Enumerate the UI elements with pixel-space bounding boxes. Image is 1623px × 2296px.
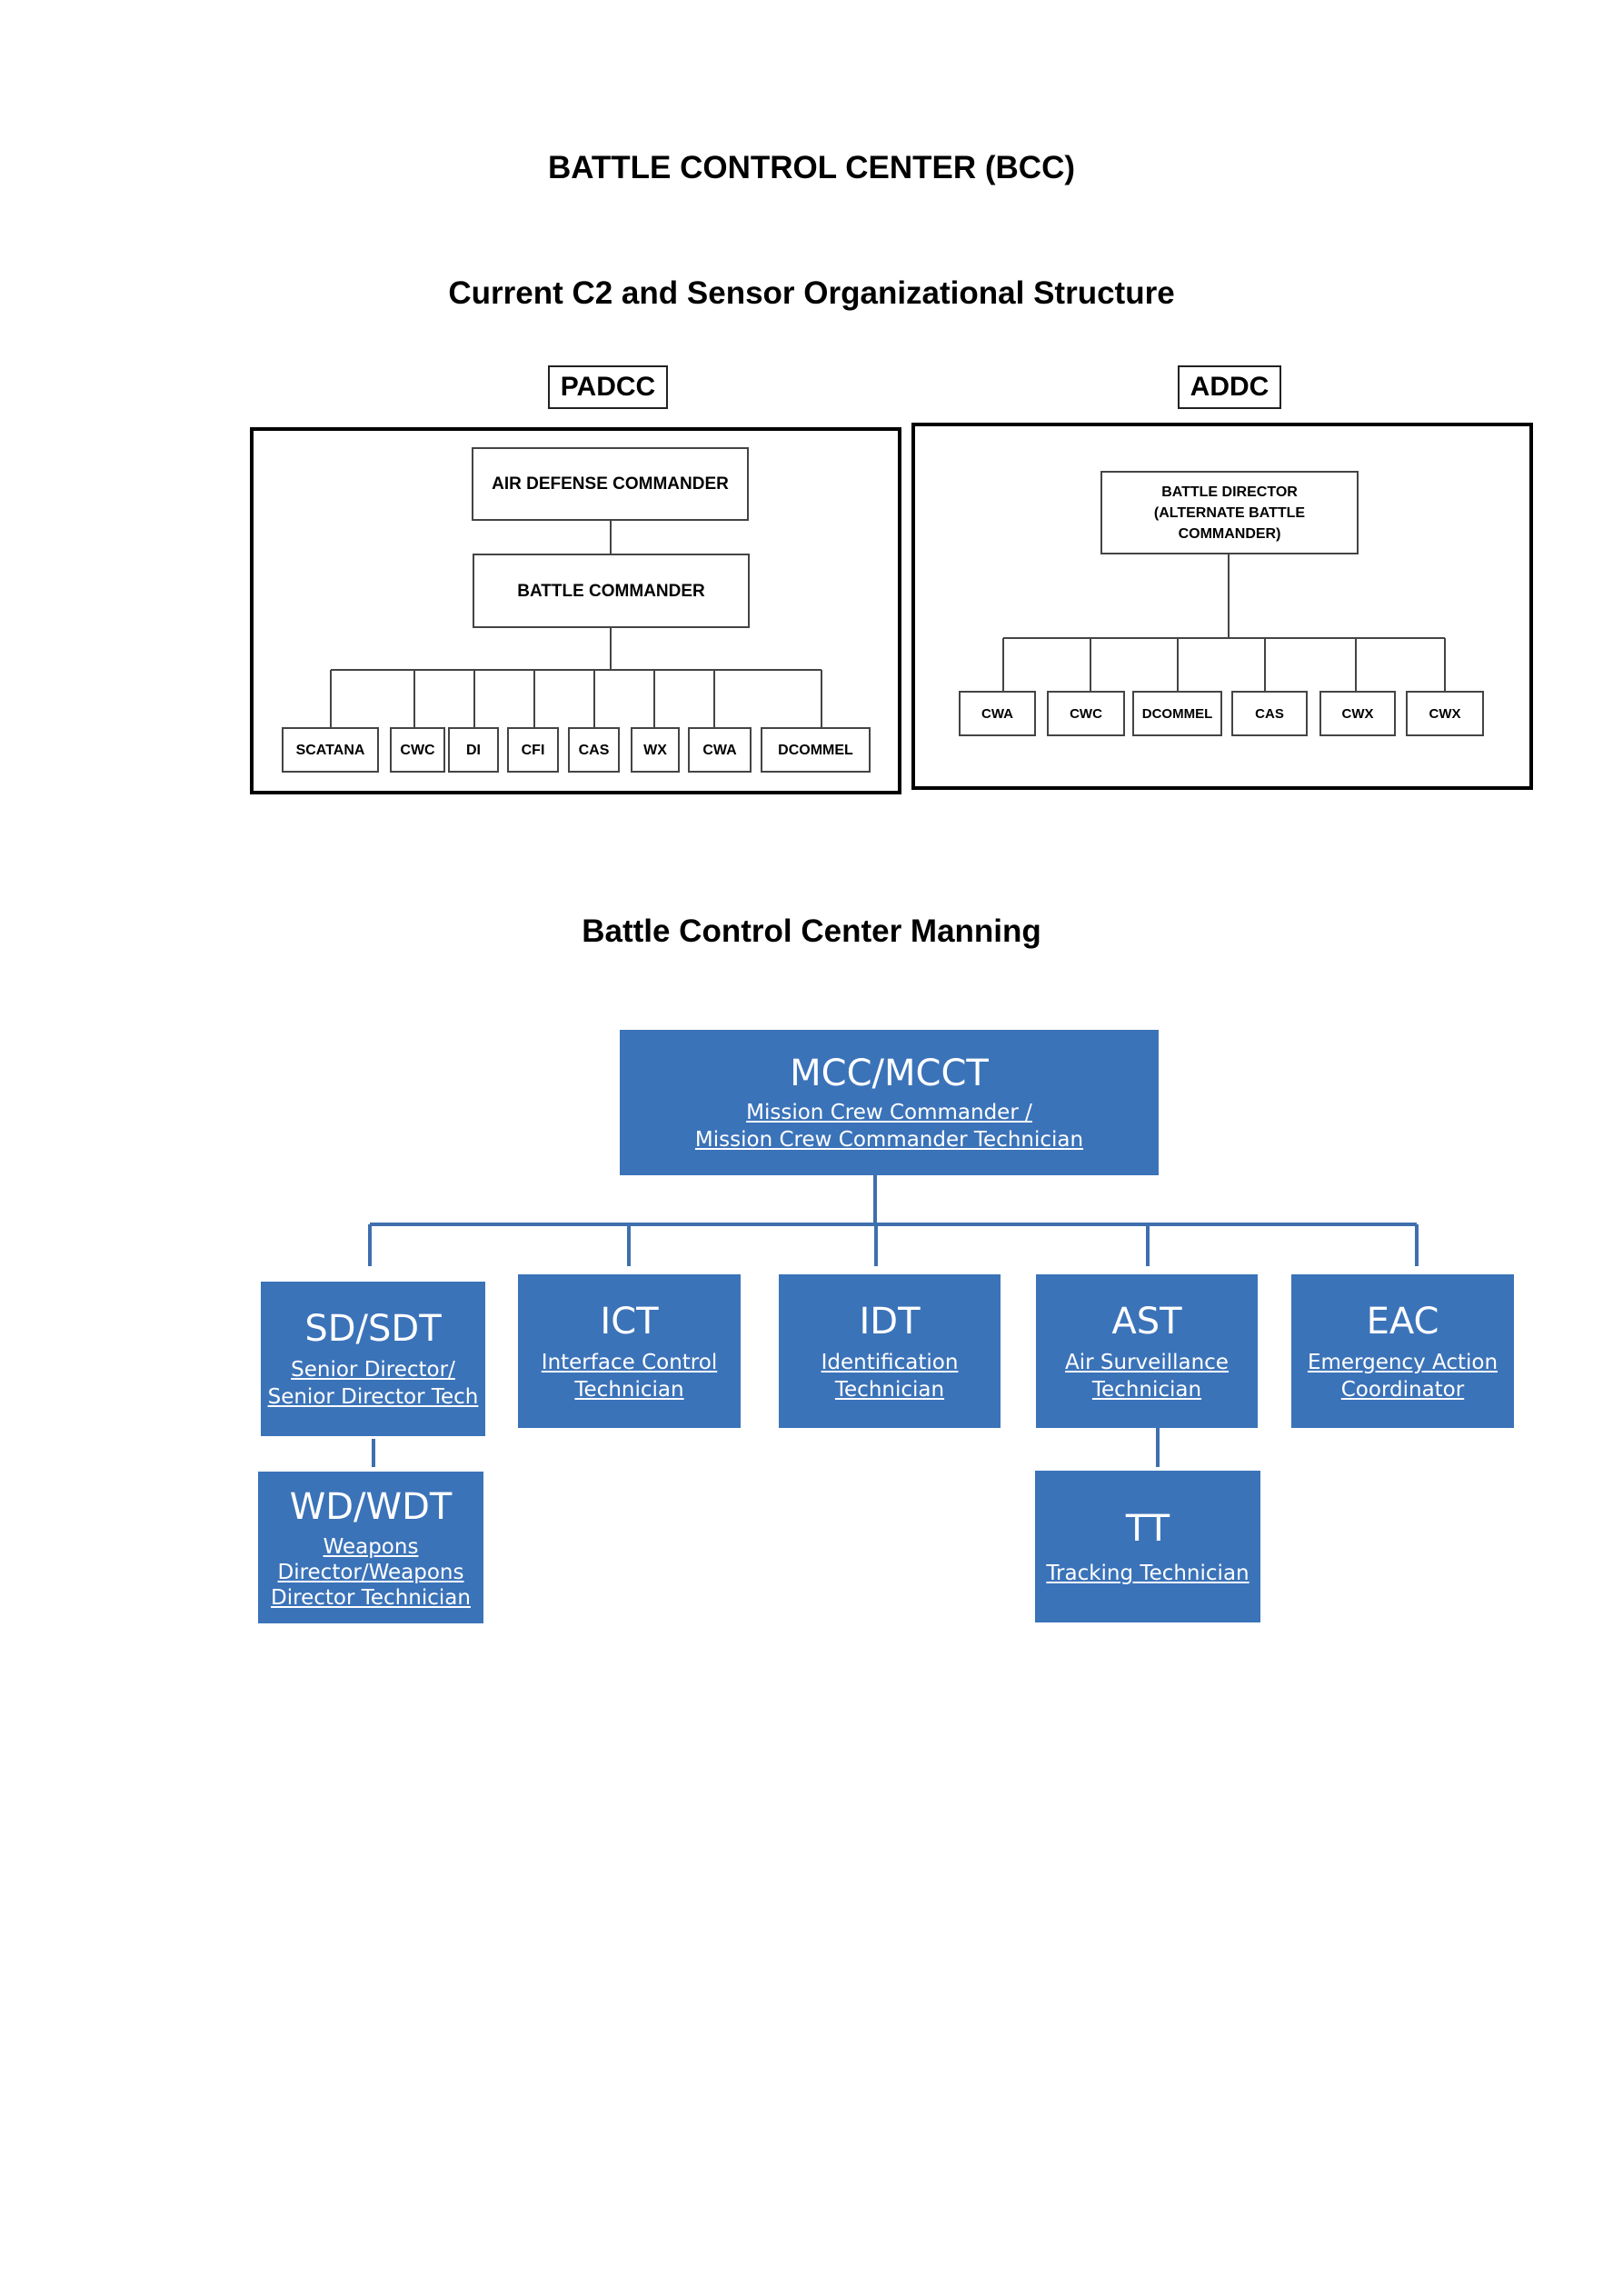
sd-line1: Senior Director/: [291, 1358, 455, 1382]
manning-connectors: [368, 1175, 1419, 1467]
battle-director-line3: COMMANDER): [1178, 525, 1281, 542]
eac-line1: Emergency Action: [1307, 1350, 1499, 1374]
mcc-title: MCC/MCCT: [790, 1053, 989, 1094]
wd-line3: Director Technician: [271, 1585, 471, 1610]
addc-child-cas: CAS: [1231, 691, 1308, 736]
wd-line1: Weapons: [323, 1534, 419, 1559]
wd-title: WD/WDT: [289, 1485, 453, 1528]
battle-director-line2: (ALTERNATE BATTLE: [1153, 504, 1306, 521]
eac-box: EAC Emergency Action Coordinator: [1291, 1274, 1514, 1428]
idt-line2: Technician: [834, 1377, 945, 1402]
padcc-label: PADCC: [548, 365, 668, 409]
page-title: BATTLE CONTROL CENTER (BCC): [547, 150, 1076, 185]
idt-line1: Identification: [821, 1350, 959, 1374]
padcc-child-dcommel: DCOMMEL: [761, 727, 871, 773]
addc-child-cwx-1: CWX: [1319, 691, 1396, 736]
ict-box: ICT Interface Control Technician: [518, 1274, 741, 1428]
addc-label: ADDC: [1178, 365, 1281, 409]
battle-commander-box: BATTLE COMMANDER: [473, 554, 750, 628]
wd-line2: Director/Weapons: [277, 1560, 464, 1584]
battle-director-line1: BATTLE DIRECTOR: [1161, 484, 1298, 500]
ict-line1: Interface Control: [541, 1350, 718, 1374]
air-defense-commander-box: AIR DEFENSE COMMANDER: [472, 447, 749, 521]
ict-line2: Technician: [574, 1377, 684, 1402]
padcc-child-cwa: CWA: [688, 727, 752, 773]
padcc-child-cas: CAS: [568, 727, 620, 773]
padcc-child-scatana: SCATANA: [282, 727, 379, 773]
idt-title: IDT: [859, 1300, 921, 1343]
sd-title: SD/SDT: [304, 1308, 442, 1350]
sd-box: SD/SDT Senior Director/ Senior Director …: [261, 1282, 485, 1436]
mcc-line1: Mission Crew Commander /: [746, 1101, 1032, 1124]
tt-line1: Tracking Technician: [1046, 1561, 1250, 1585]
sd-line2: Senior Director Tech: [267, 1385, 479, 1409]
ict-title: ICT: [600, 1300, 659, 1343]
tt-title: TT: [1125, 1507, 1170, 1550]
ast-line2: Technician: [1091, 1377, 1202, 1402]
mcc-box: MCC/MCCT Mission Crew Commander / Missio…: [620, 1030, 1159, 1175]
ast-line1: Air Surveillance: [1065, 1350, 1229, 1374]
padcc-child-cfi: CFI: [507, 727, 559, 773]
padcc-child-wx: WX: [631, 727, 680, 773]
structure-title: Current C2 and Sensor Organizational Str…: [448, 275, 1175, 311]
ast-box: AST Air Surveillance Technician: [1036, 1274, 1258, 1428]
eac-title: EAC: [1366, 1300, 1439, 1343]
padcc-child-cwc: CWC: [390, 727, 445, 773]
ast-title: AST: [1111, 1300, 1182, 1343]
padcc-connectors: [330, 521, 822, 727]
addc-child-cwx-2: CWX: [1406, 691, 1484, 736]
mcc-line2: Mission Crew Commander Technician: [694, 1128, 1084, 1152]
tt-box: TT Tracking Technician: [1035, 1471, 1260, 1622]
eac-line2: Coordinator: [1340, 1377, 1465, 1402]
padcc-child-di: DI: [448, 727, 499, 773]
manning-title: Battle Control Center Manning: [582, 913, 1041, 949]
wd-box: WD/WDT Weapons Director/Weapons Director…: [258, 1472, 483, 1623]
addc-child-cwc: CWC: [1047, 691, 1125, 736]
idt-box: IDT Identification Technician: [779, 1274, 1001, 1428]
addc-connectors: [1002, 554, 1446, 691]
addc-child-cwa: CWA: [959, 691, 1036, 736]
addc-child-dcommel: DCOMMEL: [1132, 691, 1222, 736]
battle-director-box: BATTLE DIRECTOR (ALTERNATE BATTLE COMMAN…: [1100, 471, 1359, 554]
